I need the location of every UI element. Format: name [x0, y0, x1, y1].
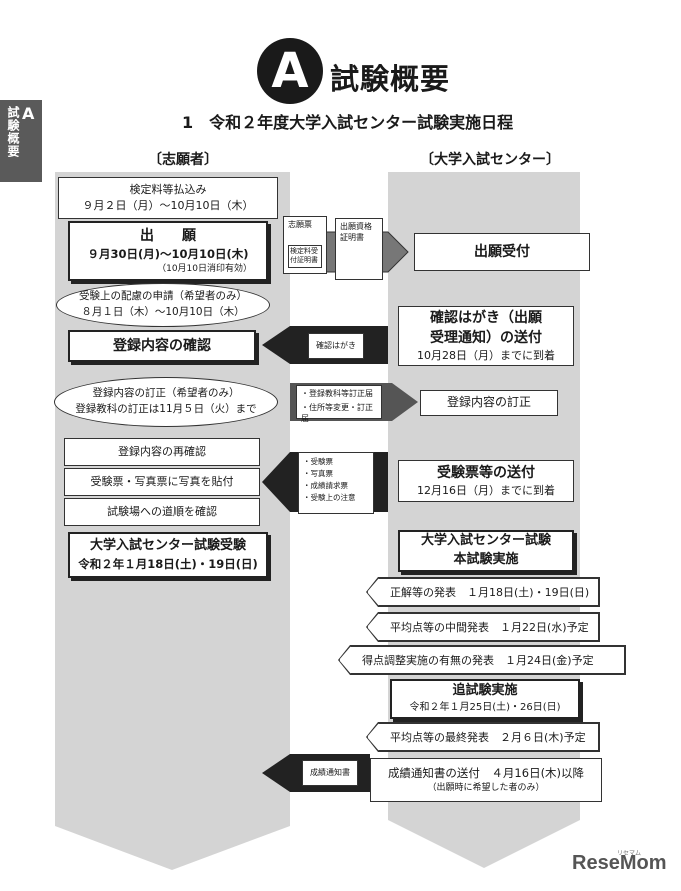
center-correction-label: 登録内容の訂正	[446, 395, 531, 410]
payment-label: 検定料等払込み	[129, 183, 207, 197]
application-form-paper: 志願票 検定料受付証明書	[283, 216, 327, 274]
check-route-label: 試験場への道順を確認	[107, 505, 217, 519]
page-title: 試験概要	[330, 62, 451, 96]
section-letter-badge: A	[257, 38, 323, 104]
ticket-send-label: 受験票等の送付	[437, 464, 535, 481]
fee-receipt-label: 検定料受付証明書	[288, 244, 322, 268]
attach-photo-box: 受験票・写真票に写真を貼付	[64, 468, 260, 496]
avg-final-label: 平均点等の最終発表 ２月６日(木)予定	[390, 731, 586, 744]
application-label: 出 願	[140, 227, 196, 244]
exam-box: 大学入試センター試験受験 令和２年１月18日(土)・19日(日)	[68, 532, 268, 578]
score-send-note: （出願時に希望した者のみ）	[427, 782, 545, 793]
payment-box: 検定料等払込み ９月２日（月）～10月10日（木）	[58, 177, 278, 219]
score-send-box: 成績通知書の送付 ４月16日(木)以降 （出願時に希望した者のみ）	[370, 758, 602, 802]
applicant-correction-note: 登録教科の訂正は11月５日（火）まで	[75, 403, 257, 415]
watermark-kana: リセマム	[617, 850, 642, 857]
application-form-label: 志願票	[288, 220, 312, 229]
correction-form-2: ・住所等変更・訂正届	[301, 402, 373, 423]
score-send-label: 成績通知書の送付 ４月16日(木)以降	[387, 766, 585, 781]
answers-label: 正解等の発表 １月18日(土)・19日(日)	[390, 586, 590, 599]
application-box: 出 願 ９月30日(月)～10月10日(木) （10月10日消印有効）	[68, 221, 268, 281]
receipt-label: 出願受付	[474, 243, 530, 260]
exam-doc-4: ・受験上の注意	[303, 493, 356, 502]
confirm-card-paper: 確認はがき	[308, 333, 364, 359]
side-tab-letter: A	[22, 104, 35, 123]
applicant-column-header: 〔志願者〕	[148, 152, 218, 168]
consideration-ellipse: 受験上の配慮の申請（希望者のみ） ８月１日（木）～10月10日（木）	[56, 283, 270, 327]
score-notice-label: 成績通知書	[310, 767, 350, 777]
schedule-subtitle: 1 令和２年度大学入試センター試験実施日程	[182, 113, 514, 132]
exam-label: 大学入試センター試験受験	[89, 538, 246, 554]
answers-tag: 正解等の発表 １月18日(土)・19日(日)	[367, 578, 599, 606]
avg-interim-tag: 平均点等の中間発表 １月22日(水)予定	[367, 613, 599, 641]
confirm-registration-label: 登録内容の確認	[113, 337, 211, 354]
exam-doc-3: ・成績請求票	[303, 481, 348, 490]
main-exam-box: 大学入試センター試験 本試験実施	[398, 530, 574, 572]
confirm-registration-box: 登録内容の確認	[68, 330, 256, 362]
confirm-send-date: 10月28日（月）までに到着	[417, 349, 555, 363]
qualification-label: 出願資格証明書	[340, 222, 372, 242]
resemom-logo: ReseMom	[572, 852, 667, 874]
makeup-label: 追試験実施	[452, 683, 518, 699]
confirm-send-line1: 確認はがき（出願	[430, 309, 542, 326]
application-note: （10月10日消印有効）	[157, 263, 252, 274]
adjustment-tag: 得点調整実施の有無の発表 １月24日(金)予定	[339, 646, 625, 674]
confirm-send-line2: 受理通知）の送付	[430, 330, 542, 347]
makeup-box: 追試験実施 令和２年１月25日(土)・26日(日)	[390, 679, 580, 719]
main-exam-line2: 本試験実施	[453, 552, 519, 567]
reconfirm-label: 登録内容の再確認	[118, 445, 206, 459]
ticket-send-box: 受験票等の送付 12月16日（月）までに到着	[398, 460, 574, 502]
makeup-date: 令和２年１月25日(土)・26日(日)	[409, 702, 561, 714]
applicant-correction-label: 登録内容の訂正（希望者のみ）	[92, 387, 240, 400]
side-tab-text: 試験概要	[6, 106, 20, 158]
adjustment-label: 得点調整実施の有無の発表 １月24日(金)予定	[362, 654, 594, 667]
consideration-period: ８月１日（木）～10月10日（木）	[81, 306, 245, 318]
confirm-send-box: 確認はがき（出願 受理通知）の送付 10月28日（月）までに到着	[398, 306, 574, 366]
side-tab: 試験概要 A	[0, 100, 42, 182]
correction-form-1: ・登録教科等訂正届	[301, 389, 373, 398]
center-correction-box: 登録内容の訂正	[420, 390, 558, 416]
ticket-send-date: 12月16日（月）までに到着	[417, 484, 555, 498]
main-exam-line1: 大学入試センター試験	[420, 533, 551, 549]
exam-doc-1: ・受験票	[303, 457, 333, 466]
consideration-label: 受験上の配慮の申請（希望者のみ）	[79, 290, 247, 303]
avg-final-tag: 平均点等の最終発表 ２月６日(木)予定	[367, 723, 599, 751]
reconfirm-box: 登録内容の再確認	[64, 438, 260, 466]
correction-forms-paper: ・登録教科等訂正届 ・住所等変更・訂正届	[296, 385, 382, 423]
application-period: ９月30日(月)～10月10日(木)	[87, 247, 249, 262]
center-column-header: 〔大学入試センター〕	[420, 152, 560, 168]
avg-interim-label: 平均点等の中間発表 １月22日(水)予定	[390, 621, 589, 634]
receipt-box: 出願受付	[414, 233, 590, 271]
exam-doc-2: ・写真票	[303, 469, 333, 478]
qualification-paper: 出願資格証明書	[335, 218, 383, 280]
exam-docs-paper: ・受験票 ・写真票 ・成績請求票 ・受験上の注意	[298, 452, 374, 514]
confirm-card-label: 確認はがき	[316, 340, 356, 350]
attach-photo-label: 受験票・写真票に写真を貼付	[90, 475, 234, 489]
check-route-box: 試験場への道順を確認	[64, 498, 260, 526]
exam-date: 令和２年１月18日(土)・19日(日)	[78, 557, 258, 572]
correction-ellipse: 登録内容の訂正（希望者のみ） 登録教科の訂正は11月５日（火）まで	[54, 377, 278, 427]
payment-period: ９月２日（月）～10月10日（木）	[82, 199, 254, 212]
score-notice-paper: 成績通知書	[302, 760, 358, 786]
